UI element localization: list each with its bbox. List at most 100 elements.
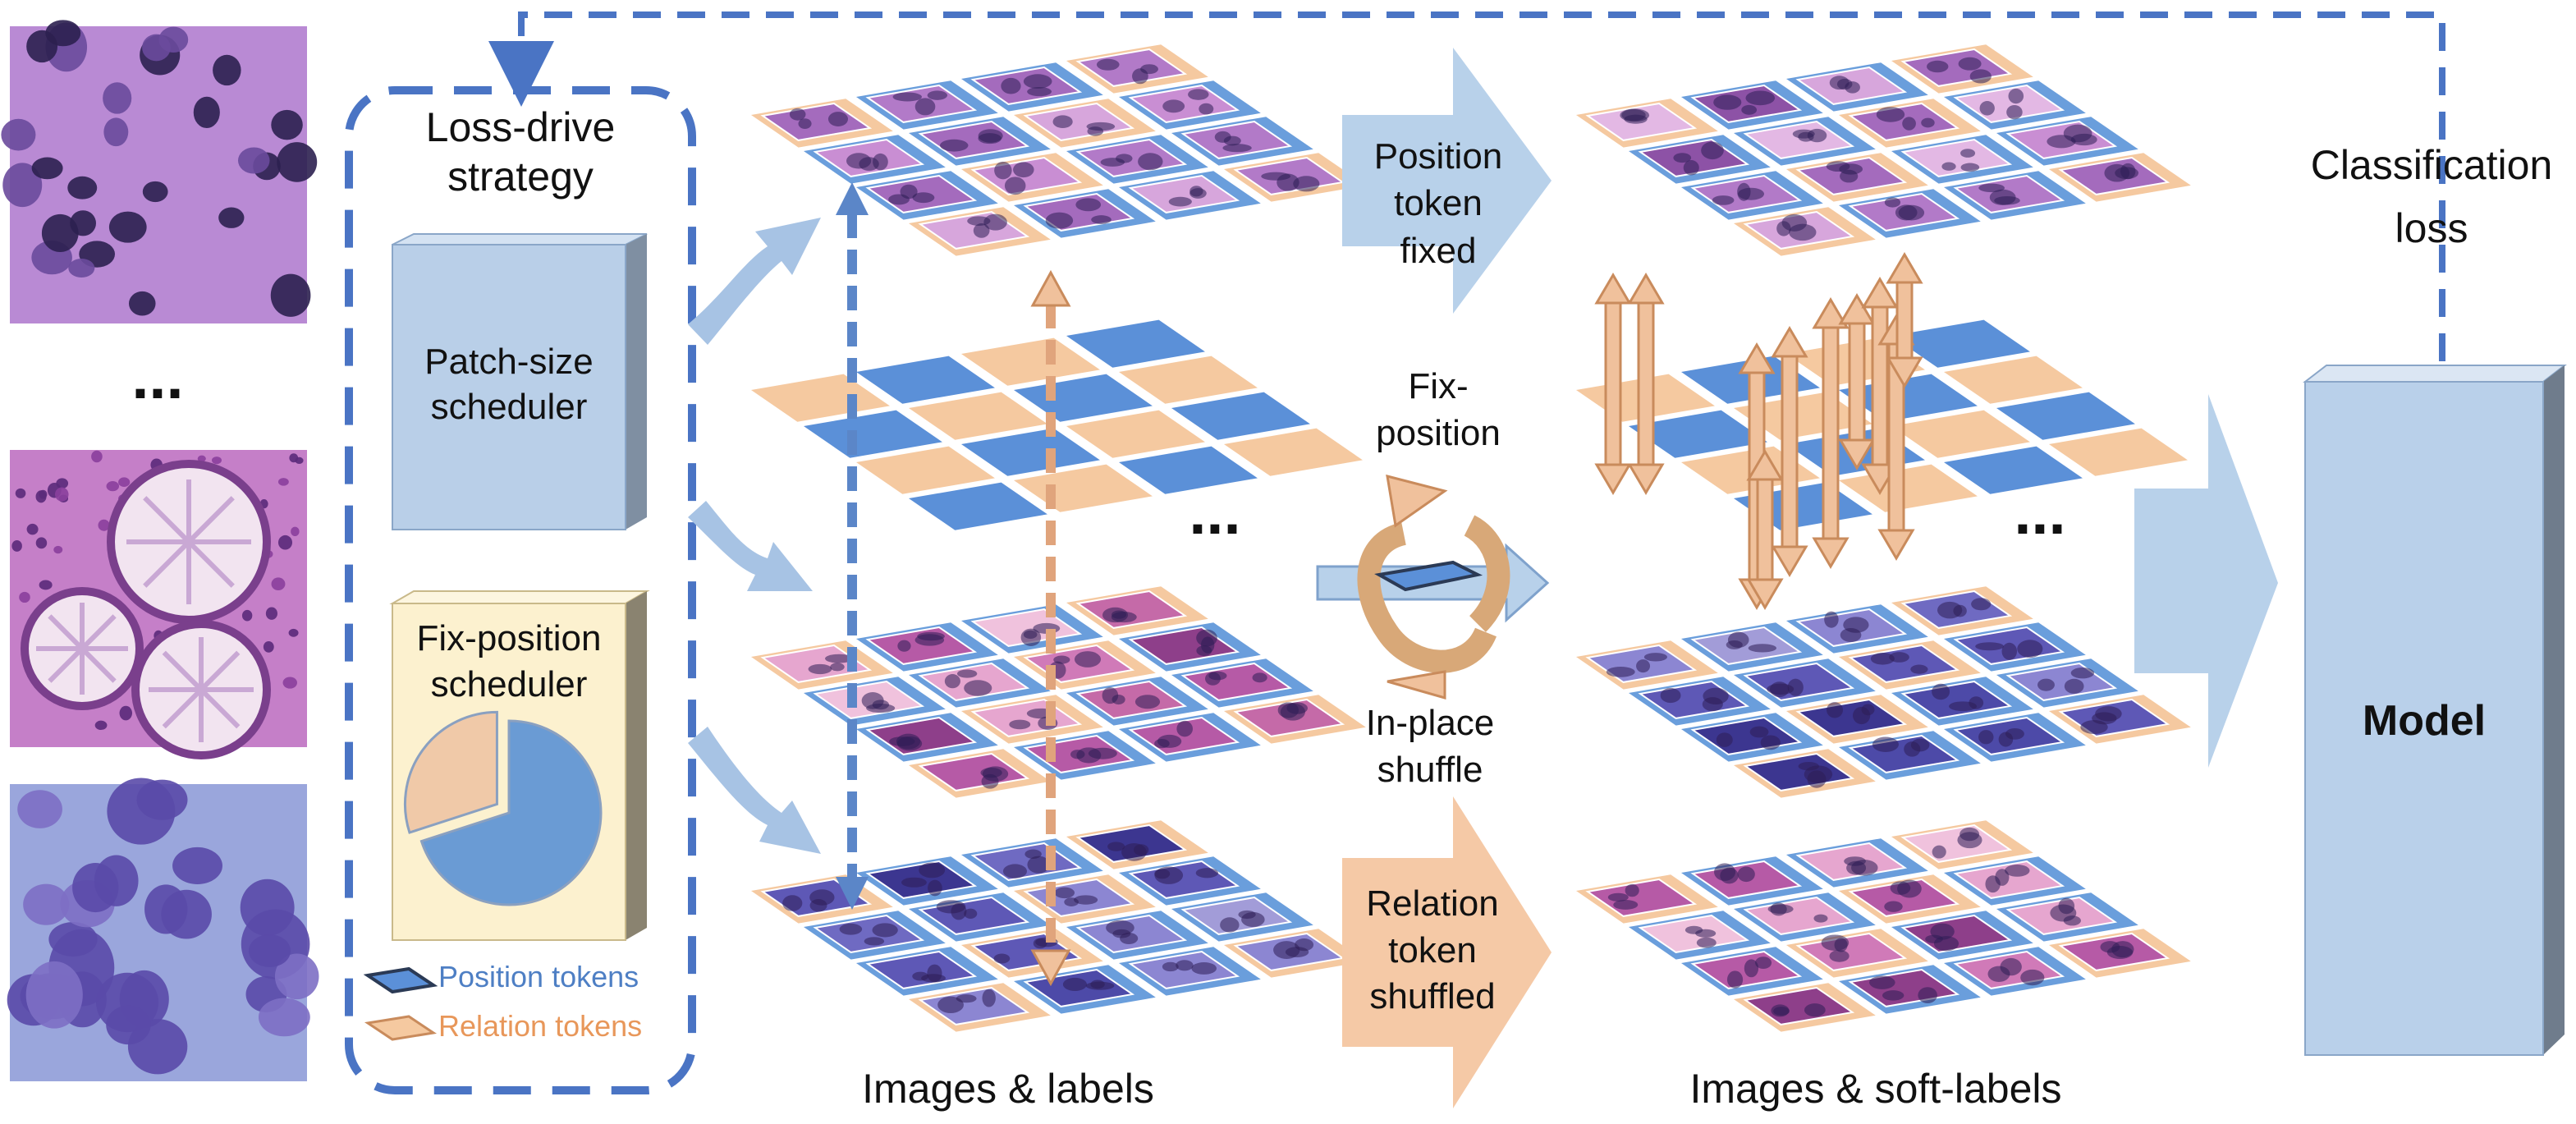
gland-fold (143, 539, 191, 588)
patch-texture (1660, 687, 1681, 704)
patch-texture (939, 139, 969, 152)
patch-texture (1112, 929, 1131, 938)
position-token-tile (1119, 446, 1258, 494)
image-patch (970, 66, 1083, 105)
patch-texture (2104, 163, 2130, 182)
patch-texture (1921, 117, 1935, 128)
legend: Position tokens Relation tokens (363, 960, 642, 1043)
cell-blob (241, 609, 253, 622)
patch-texture (1052, 115, 1073, 129)
gland-fold (48, 646, 85, 683)
cell-blob (67, 176, 98, 200)
patch-texture (2058, 897, 2075, 915)
relation-token-tile (909, 392, 1047, 440)
patch-texture (1804, 1003, 1826, 1017)
cell-blob (274, 953, 319, 1000)
strategy-title-2: strategy (447, 154, 594, 200)
image-patch (1900, 680, 2013, 719)
cell-blob (94, 720, 108, 731)
patch-texture (1960, 827, 1980, 842)
patch-texture (1087, 126, 1104, 136)
shuffle-arrow-shaft (1756, 475, 1774, 585)
patch-texture (1157, 734, 1182, 748)
shuffle-arrow-head (1861, 277, 1899, 309)
patch-texture (944, 674, 960, 689)
patch-texture (1070, 750, 1085, 759)
relation-token-tile (751, 374, 890, 422)
position-token-tile (1171, 392, 1310, 440)
to-model-arrow (2134, 394, 2278, 768)
patch-texture (1696, 937, 1717, 948)
patch-texture (1975, 642, 2004, 651)
patch-texture (1998, 732, 2014, 747)
patch-texture (2064, 678, 2084, 694)
left-layer-bottom (751, 820, 1366, 1032)
patch-texture (1834, 938, 1848, 952)
patch-texture (1712, 195, 1735, 205)
patch-texture (1636, 659, 1651, 673)
patch-texture (861, 692, 884, 709)
patch-texture (1116, 154, 1133, 163)
cell-blob (103, 82, 132, 114)
images-labels-caption: Images & labels (862, 1066, 1154, 1112)
patch-texture (2005, 865, 2030, 877)
position-token-label: Position (1374, 136, 1503, 177)
patch-texture (1910, 664, 1928, 674)
patch-texture (859, 157, 879, 172)
patch-texture (1134, 844, 1149, 856)
patch-texture (1755, 957, 1772, 970)
cell-blob (277, 534, 293, 550)
patch-texture (2063, 124, 2092, 143)
patch-texture (1953, 604, 1967, 617)
cell-blob (248, 934, 291, 968)
patch-texture (872, 923, 898, 938)
patch-texture (1853, 706, 1871, 725)
patch-texture (1840, 627, 1862, 642)
patch-texture (1023, 74, 1052, 89)
patch-texture (900, 184, 918, 200)
shuffle-arrow-head (1627, 273, 1665, 305)
images-softlabels-caption: Images & soft-labels (1690, 1066, 2062, 1112)
gland-fold (80, 614, 117, 651)
scheduler-pie-chart (403, 710, 603, 906)
patch-texture (912, 192, 935, 204)
cell-blob (35, 537, 48, 549)
left-layer-top (751, 44, 1366, 256)
cell-blob (23, 883, 70, 925)
patch-texture (1898, 204, 1925, 221)
image-patch (760, 102, 873, 141)
right-layer-middle (1576, 586, 2191, 798)
patch-texture (1090, 979, 1105, 989)
position-token-tile (1014, 374, 1153, 422)
patch-texture (1902, 117, 1916, 131)
cell-blob (39, 580, 53, 590)
cell-blob (213, 54, 241, 86)
patch-texture (1737, 866, 1755, 883)
fix-position-label-2: position (1376, 413, 1501, 453)
patch-texture (973, 223, 990, 238)
patch-texture (1770, 681, 1790, 698)
patch-texture (1749, 726, 1769, 738)
patch-texture (1870, 652, 1895, 665)
shuffle-arrow-shaft (1822, 323, 1840, 544)
patch-texture (2100, 941, 2120, 953)
patch-texture (1208, 671, 1227, 681)
pie-slice-position (419, 719, 603, 906)
patch-texture (1613, 900, 1639, 910)
patch-texture (1241, 911, 1265, 928)
shuffle-cycle-icon (1316, 474, 1550, 700)
legend-position-label: Position tokens (438, 960, 639, 993)
cell-blob (106, 1005, 151, 1045)
patch-texture (1851, 860, 1878, 876)
patch-texture (1781, 213, 1808, 232)
relation-token-tile (961, 337, 1100, 386)
patch-texture (1882, 990, 1904, 1001)
patch-texture (1720, 867, 1739, 884)
patch-texture (978, 133, 1002, 145)
patch-texture (1107, 842, 1125, 851)
patch-texture (1222, 144, 1252, 153)
patch-texture (1023, 630, 1038, 640)
gland-fold (199, 687, 241, 729)
patch-texture (1918, 987, 1937, 1003)
patch-texture (2020, 969, 2045, 986)
